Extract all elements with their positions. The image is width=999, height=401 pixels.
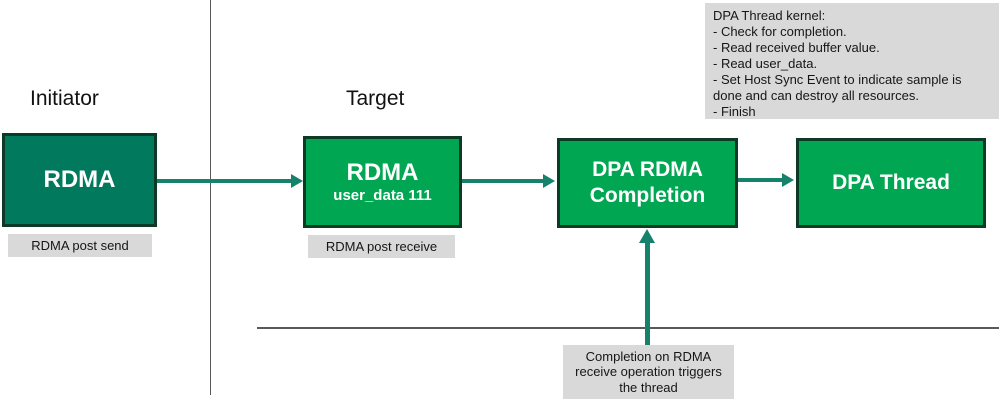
initiator-rdma-title: RDMA	[43, 166, 116, 193]
kernel-note-item: - Check for completion.	[713, 24, 847, 39]
kernel-note-item: - Read user_data.	[713, 56, 818, 71]
target-heading: Target	[346, 87, 405, 110]
arrow-trigger-to-completion-head-icon	[639, 229, 655, 243]
kernel-note-item: - Finish	[713, 104, 756, 119]
initiator-rdma-box: RDMA	[2, 133, 157, 227]
target-rdma-box: RDMA user_data 111	[303, 136, 462, 228]
dpa-rdma-completion-box: DPA RDMA Completion	[557, 138, 738, 228]
dpa-thread-kernel-note: DPA Thread kernel: - Check for completio…	[705, 3, 999, 119]
kernel-note-item: - Set Host Sync Event to indicate sample…	[713, 72, 962, 103]
initiator-target-divider-line	[210, 0, 211, 395]
timeline-line	[257, 327, 999, 329]
rdma-post-send-label: RDMA post send	[8, 234, 152, 257]
dpa-thread-title: DPA Thread	[832, 171, 950, 194]
dpa-rdma-completion-line2: Completion	[589, 184, 706, 207]
arrow-trigger-to-completion	[645, 242, 650, 345]
arrow-completion-to-thread-head-icon	[782, 173, 794, 187]
dpa-thread-box: DPA Thread	[796, 138, 986, 228]
initiator-heading: Initiator	[30, 87, 99, 110]
arrow-initiator-to-target	[157, 179, 292, 183]
rdma-post-receive-label: RDMA post receive	[308, 235, 455, 258]
arrow-target-to-completion	[462, 179, 544, 183]
dpa-rdma-completion-line1: DPA RDMA	[592, 158, 703, 181]
target-rdma-user-data: user_data 111	[333, 186, 432, 204]
arrow-target-to-completion-head-icon	[543, 174, 555, 188]
completion-trigger-note: Completion on RDMA receive operation tri…	[563, 345, 734, 399]
arrow-completion-to-thread	[738, 178, 783, 182]
kernel-note-title: DPA Thread kernel:	[713, 8, 826, 23]
target-rdma-title: RDMA	[346, 158, 419, 186]
arrow-initiator-to-target-head-icon	[291, 174, 303, 188]
kernel-note-item: - Read received buffer value.	[713, 40, 880, 55]
